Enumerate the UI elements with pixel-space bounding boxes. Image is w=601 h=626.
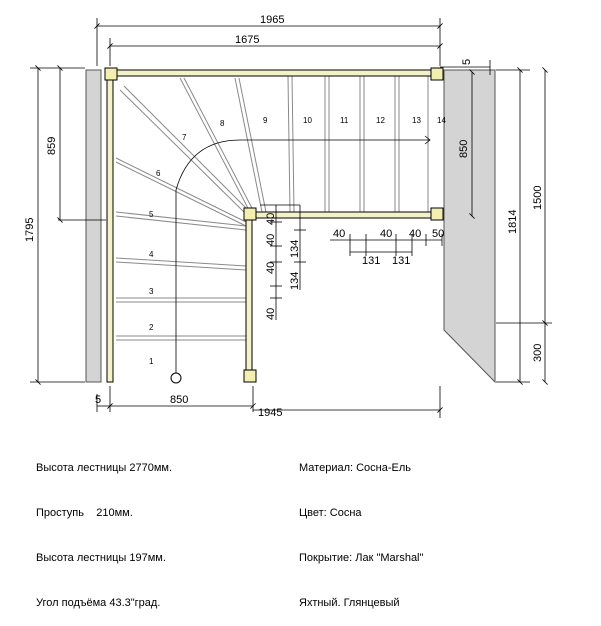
dim-h-40-b: 40: [380, 228, 392, 240]
dim-h-40-c: 40: [409, 228, 421, 240]
straight-treads: [287, 75, 429, 213]
dim-bottom-850: 850: [170, 394, 188, 406]
lower-treads: [116, 297, 246, 341]
dim-right-1814: 1814: [507, 210, 519, 234]
step-number: 10: [303, 116, 312, 125]
dim-right-850: 850: [458, 140, 470, 158]
dim-h-131-a: 131: [362, 255, 380, 267]
step-number: 4: [149, 250, 154, 259]
dim-top-inner: 1675: [235, 34, 259, 46]
stringers: [106, 69, 444, 383]
dim-left-upper: 859: [46, 137, 58, 155]
dim-top-right-offset: 5: [461, 59, 473, 65]
step-number: 13: [412, 116, 421, 125]
dimension-labels: 1965 1675 5 1795 859 850 1814 1500 300 5…: [24, 14, 544, 419]
dim-v-134-b: 134: [289, 272, 301, 290]
right-wall: [443, 69, 496, 384]
start-marker: [170, 372, 182, 384]
step-number: 1: [149, 357, 154, 366]
dim-top-total: 1965: [260, 14, 284, 26]
dim-h-40-a: 40: [333, 228, 345, 240]
dim-v-40-a: 40: [265, 234, 277, 246]
spec-line: Покрытие: Лак "Marshal": [299, 552, 424, 564]
step-number: 14: [437, 116, 446, 125]
step-number: 7: [182, 133, 187, 142]
newel-posts: [104, 67, 444, 383]
dim-v-40-c: 40: [265, 308, 277, 320]
spec-line: Угол подъёма 43.3"град.: [36, 597, 161, 609]
dimension-lines: [30, 18, 552, 418]
step-number: 12: [376, 116, 385, 125]
dim-h-50: 50: [432, 228, 444, 240]
dim-bottom-1945: 1945: [258, 407, 282, 419]
left-wall: [85, 69, 102, 383]
step-number: 8: [220, 119, 225, 128]
step-number: 11: [340, 116, 349, 125]
spec-line: Яхтный. Глянцевый: [299, 597, 400, 609]
spec-right: Материал: Сосна-Ель Цвет: Сосна Покрытие…: [299, 431, 423, 626]
spec-line: Высота лестницы 2770мм.: [36, 462, 173, 474]
step-numbers: 1 2 3 4 5 6 7 8 9 10 11 12 13 14: [149, 116, 446, 366]
stair-plan-drawing: 1 2 3 4 5 6 7 8 9 10 11 12 13 14: [24, 14, 552, 419]
dim-bottom-5: 5: [95, 394, 101, 406]
spec-line: Высота лестницы 197мм.: [36, 552, 166, 564]
dim-right-300: 300: [532, 344, 544, 362]
dim-left-outer: 1795: [24, 218, 36, 242]
step-number: 3: [149, 287, 154, 296]
step-number: 9: [263, 116, 268, 125]
dim-right-1500: 1500: [532, 186, 544, 210]
dim-v-40-b: 40: [265, 262, 277, 274]
walking-line: [175, 135, 431, 378]
step-number: 5: [149, 210, 154, 219]
winder-treads: [115, 77, 267, 271]
dim-v-40-top: 40: [265, 213, 277, 225]
step-number: 2: [149, 323, 154, 332]
dim-h-131-b: 131: [392, 255, 410, 267]
spec-line: Материал: Сосна-Ель: [299, 462, 412, 474]
dim-v-134-a: 134: [289, 240, 301, 258]
spec-left: Высота лестницы 2770мм. Проступь 210мм. …: [36, 431, 172, 626]
step-number: 6: [156, 169, 161, 178]
